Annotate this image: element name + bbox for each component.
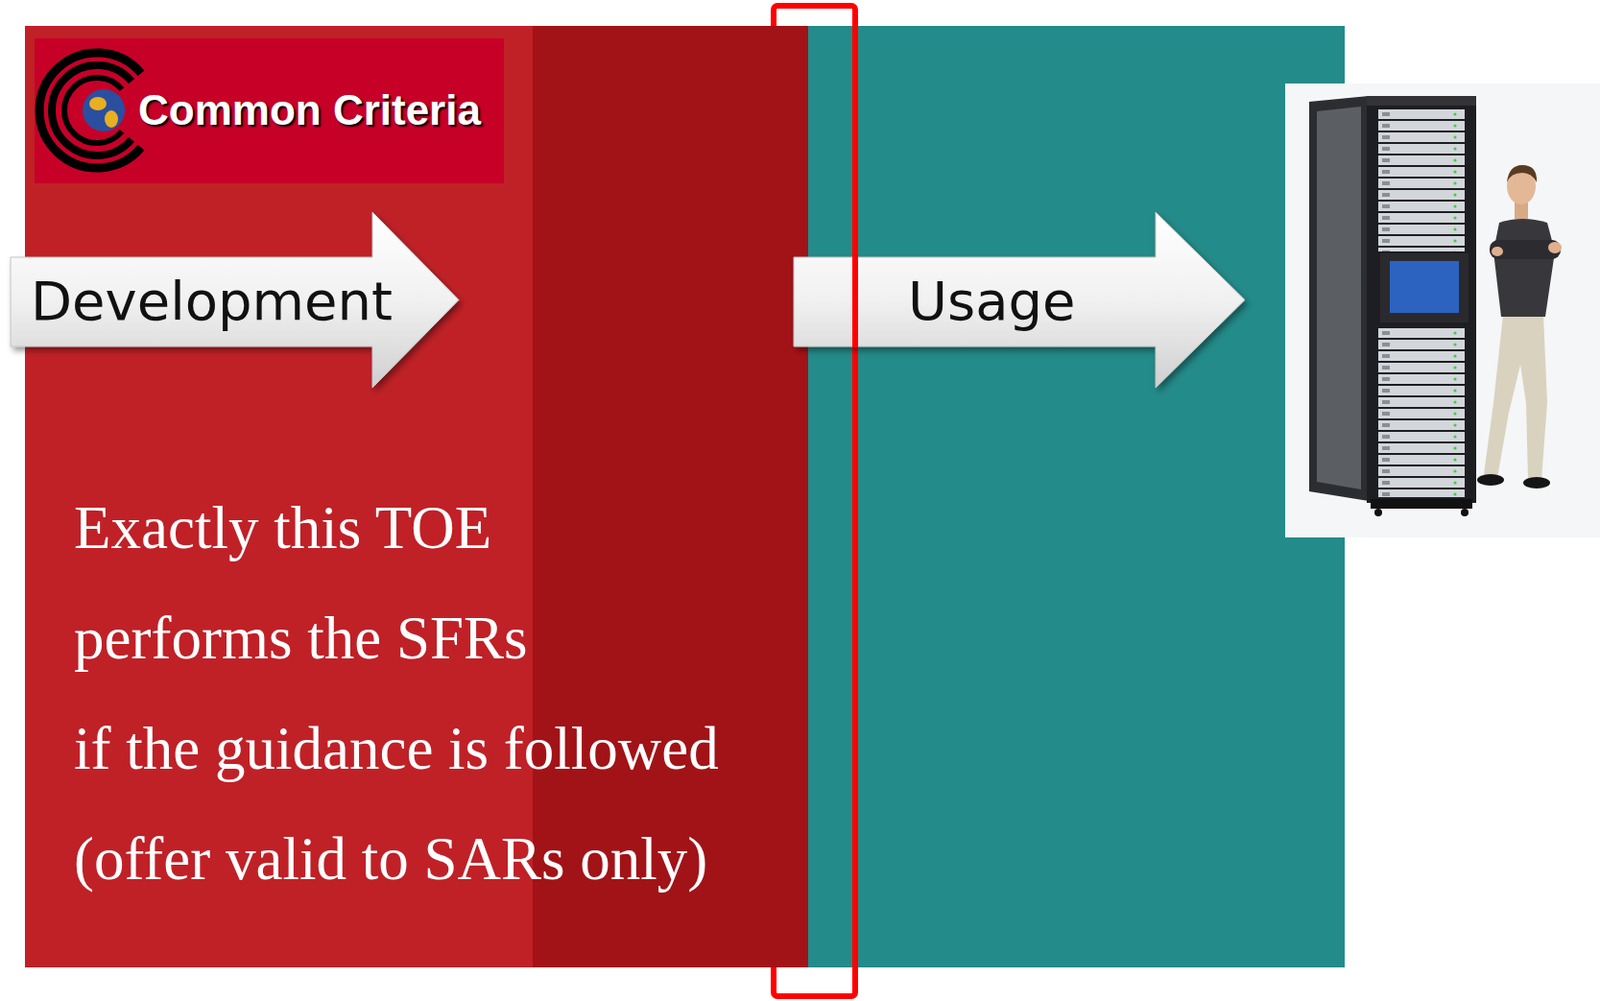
- arrow-outline: [793, 212, 1245, 388]
- photo-ground: [1285, 83, 1600, 538]
- text-line: (offer valid to SARs only): [73, 804, 735, 915]
- person-hand: [1491, 246, 1504, 257]
- logo-continent: [104, 110, 119, 128]
- rack-door: [1309, 95, 1369, 502]
- development-arrow: Development: [10, 212, 459, 388]
- person-shirt: [1493, 218, 1555, 317]
- text-line: performs the SFRs: [73, 583, 735, 694]
- console-screen: [1389, 261, 1459, 313]
- rack-caster: [1460, 508, 1469, 517]
- rack-body: [1366, 95, 1477, 503]
- boundary-outline: [852, 256, 859, 348]
- development-panel: Common CriteriaDevelopmentExactly this T…: [24, 25, 809, 968]
- server-units: [1378, 109, 1465, 252]
- person-hair: [1506, 165, 1537, 183]
- person-shoe: [1523, 477, 1551, 489]
- arrow-label: Usage: [907, 270, 1075, 333]
- person-shoe: [1477, 474, 1505, 486]
- person-trousers: [1483, 314, 1548, 480]
- arrow-outline: [10, 212, 459, 388]
- rack-door-mesh: [1316, 106, 1362, 490]
- logo-continent: [89, 96, 107, 111]
- arrow-label: Development: [30, 270, 393, 333]
- rack-base: [1370, 499, 1473, 509]
- console-frame: [1380, 253, 1469, 323]
- text-line: Exactly this TOE: [73, 473, 735, 584]
- person-hand: [1548, 241, 1562, 254]
- server-units: [1378, 326, 1465, 498]
- logo-globe: [82, 89, 125, 132]
- rack-top: [1366, 95, 1477, 106]
- rack-caster: [1374, 508, 1383, 517]
- logo-arc: [51, 65, 132, 156]
- logo-arc: [39, 52, 142, 168]
- text-line: if the guidance is followed: [73, 693, 735, 805]
- logo-text: Common Criteria: [138, 86, 481, 136]
- logo-emblem: [34, 38, 131, 184]
- logo-box: Common Criteria: [34, 38, 504, 184]
- usage-panel: [808, 25, 1345, 968]
- person-arms: [1489, 239, 1561, 260]
- usage-arrow: Usage: [793, 212, 1245, 388]
- note-text: Exactly this TOE performs the SFRs if th…: [73, 473, 735, 915]
